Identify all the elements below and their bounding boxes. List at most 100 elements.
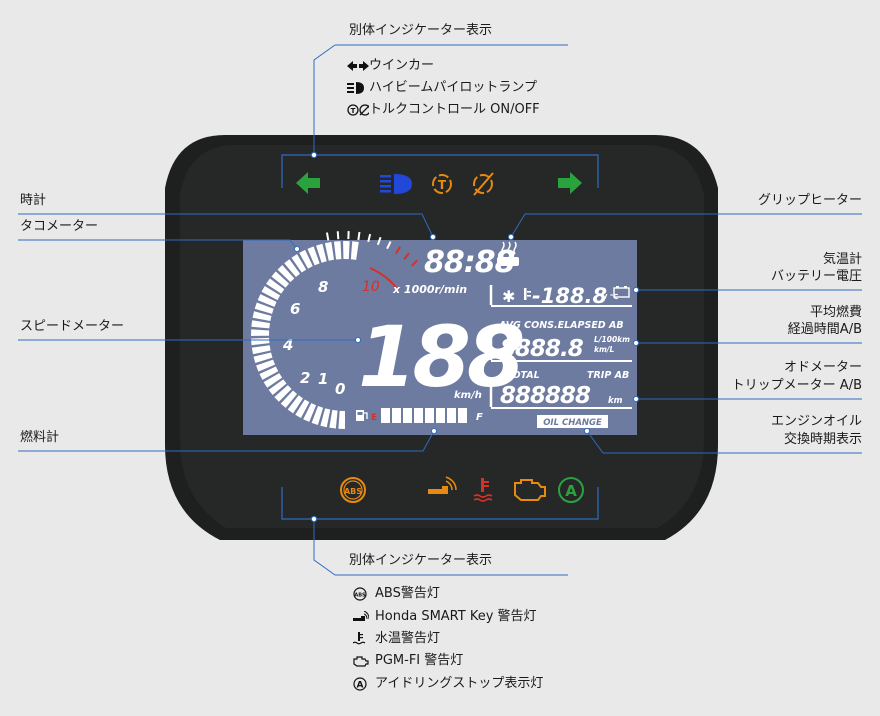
leader-dots [293,151,640,523]
label-speedometer: スピードメーター [20,319,125,334]
svg-text:ABS: ABS [344,487,362,496]
engine-legend-icon [353,655,375,667]
tach-tick-4: 4 [282,336,293,354]
trip-label: TRIP AB [587,370,629,381]
tach-tick-8: 8 [318,278,328,296]
rpm-unit: x 1000r/min [392,283,467,296]
legend-label: 水温警告灯 [375,631,441,646]
tach-segment [343,241,350,260]
fuel-segment [436,408,445,423]
high-beam-icon [380,174,412,194]
leader-lines [18,44,862,576]
label-elapsed: 経過時間A/B [787,322,862,337]
oil-change-text: OIL CHANGE [543,418,602,428]
label-air-temp: 気温計 [822,252,862,267]
tach-segment [329,409,338,429]
snowflake-icon: ✱ [502,287,515,306]
legend-smart-key: Honda SMART Key 警告灯 [353,609,537,625]
fuel-full-label: F [476,412,483,423]
tach-segment [303,403,317,422]
label-tachometer: タコメーター [20,219,99,234]
tach-segment [311,406,324,426]
tach-segment [284,259,301,278]
top-indicator-bracket [281,154,599,188]
grip-heater-icon [497,241,519,266]
tach-segment [261,286,281,301]
legend-label: ABS警告灯 [375,586,440,601]
tach-tick-1: 1 [318,370,328,388]
battery-icon [613,286,630,298]
tach-tick-mark [325,232,330,241]
bottom-indicator-bracket [281,487,599,520]
fuel-empty-label: E [371,413,377,423]
label-oil-line2: 交換時期表示 [783,432,862,447]
label-tripmeter: トリップメーター A/B [731,378,862,393]
coolant-temp-icon [473,478,493,502]
fuel-segment [392,408,401,423]
legend-label: トルクコントロール ON/OFF [369,102,540,117]
svg-text:A: A [565,482,577,500]
tach-segment [251,345,271,355]
tach-tick-2: 2 [300,369,310,387]
avg-unit-l100km: L/100km [594,335,630,344]
tach-tick-mark [367,233,372,243]
tach-segment [274,385,292,402]
odometer-unit: km [608,396,623,406]
legend-abs: ABS ABS警告灯 [353,586,440,602]
tach-segment [338,410,345,429]
tach-segment [295,399,310,419]
tach-tick-10: 10 [362,279,380,295]
tach-segment [251,329,270,336]
idle-stop-icon: A [558,477,584,503]
abs-legend-icon: ABS [353,587,375,601]
tach-tick-0: 0 [335,380,345,398]
tach-segment [307,246,320,266]
tach-segment [254,302,274,314]
speed-unit: km/h [454,390,482,401]
tach-segment [271,271,290,288]
tach-segment [252,311,272,322]
smart-key-legend-icon [353,611,375,623]
tach-segment [350,241,359,260]
temp-readout: -188.8 [532,284,607,308]
smart-key-icon [428,476,457,494]
label-battery-voltage: バッテリー電圧 [770,269,862,284]
tach-segment [333,241,342,260]
legend-label: PGM-FI 警告灯 [375,653,464,668]
legend-label: アイドリングストップ表示灯 [375,676,544,691]
tach-segment [263,373,283,388]
turn-signal-arrows-icon [347,61,369,71]
top-group-title: 別体インジケーター表示 [349,23,493,38]
total-label: TOTAL [506,370,540,381]
legend-label: ハイビームパイロットランプ [369,80,537,95]
tach-segment [257,294,277,307]
traction-control-off-icon [473,172,494,196]
tach-tick-mark [336,231,340,240]
legend-high-beam: ハイビームパイロットランプ [347,80,537,96]
label-fuel-gauge: 燃料計 [20,430,60,445]
tach-segment [259,366,279,380]
tach-tick-mark [376,236,382,246]
legend-traction: T トルクコントロール ON/OFF [347,102,540,118]
legend-pgm-fi: PGM-FI 警告灯 [353,653,463,669]
svg-text:T: T [351,107,356,115]
right-turn-icon [558,172,582,194]
avg-cons-label: AVG CONS.ELAPSED AB [498,320,624,331]
legend-turn-signal: ウインカー [347,58,434,74]
tach-tick-mark [410,259,418,267]
tach-tick-mark [386,241,392,250]
label-avg-fuel: 平均燃費 [809,305,862,320]
fuel-segment [425,408,434,423]
avg-cons-readout: 8888.8 [500,336,584,362]
bottom-group-title: 別体インジケーター表示 [349,553,493,568]
tach-segment [299,249,313,269]
oil-change-badge [537,415,608,428]
tach-tick-mark [403,252,410,260]
tach-segment [253,352,273,364]
label-odometer: オドメーター [783,360,862,375]
tach-tick-mark [395,246,401,255]
coolant-legend-icon [353,632,375,646]
label-grip-heater: グリップヒーター [757,193,862,208]
legend-coolant: 水温警告灯 [353,631,440,647]
